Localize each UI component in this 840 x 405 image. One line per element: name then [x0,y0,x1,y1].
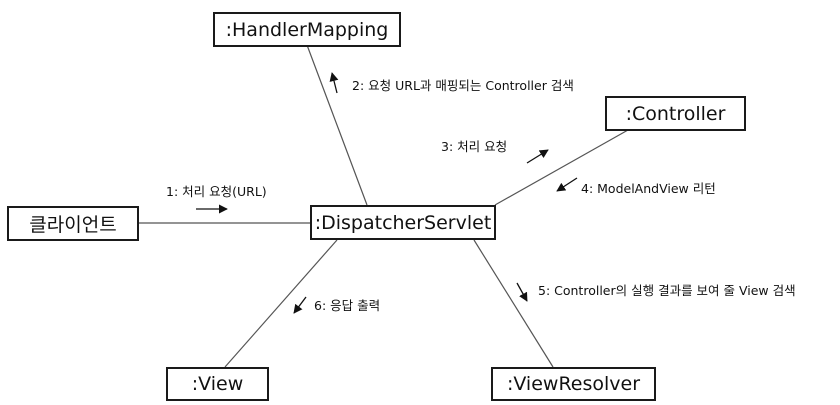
node-client: 클라이언트 [7,206,139,241]
link-dispatcher-view [224,239,338,368]
message-4-label: 4: ModelAndView 리턴 [581,181,716,196]
node-view-resolver: :ViewResolver [491,367,656,401]
link-dispatcher-viewresolver [473,239,554,368]
message-5-label: 5: Controller의 실행 결과를 보여 줄 View 검색 [538,283,796,298]
node-view: :View [166,367,269,401]
message-2-label: 2: 요청 URL과 매핑되는 Controller 검색 [352,78,574,93]
message-6-arrow [293,296,307,314]
link-dispatcher-handlermapping [306,44,368,206]
node-dispatcher-servlet: :DispatcherServlet [310,205,496,240]
message-5-arrow [516,282,528,302]
message-3-label: 3: 처리 요청 [441,139,508,154]
node-controller: :Controller [605,96,746,131]
message-6-label: 6: 응답 출력 [314,298,381,313]
message-4-arrow [556,177,578,192]
message-1-label: 1: 처리 요청(URL) [166,184,267,199]
message-2-arrow [329,72,339,94]
link-dispatcher-controller [494,129,629,206]
message-3-arrow [526,149,549,164]
node-handler-mapping: :HandlerMapping [213,12,401,47]
